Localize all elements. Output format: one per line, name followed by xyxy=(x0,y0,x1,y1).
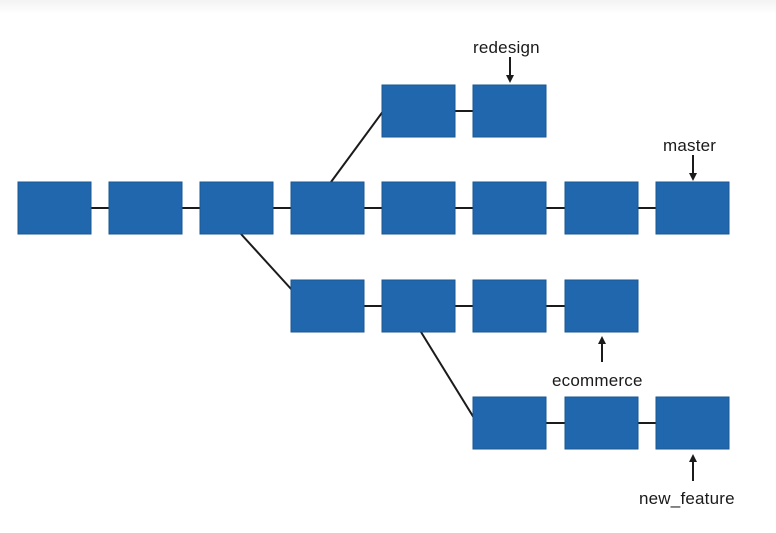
commit-master-8 xyxy=(655,181,730,235)
commit-master-1 xyxy=(17,181,92,235)
commit-master-2 xyxy=(108,181,183,235)
label-new-feature: new_feature xyxy=(639,489,735,508)
commit-master-5 xyxy=(381,181,456,235)
commit-master-6 xyxy=(472,181,547,235)
arrow-ecommerce-head xyxy=(598,336,606,344)
commit-ecommerce-2 xyxy=(381,279,456,333)
fork-line-new-feature xyxy=(420,331,475,419)
fork-line-redesign xyxy=(330,109,385,183)
commit-ecommerce-4 xyxy=(564,279,639,333)
label-redesign: redesign xyxy=(473,38,540,57)
commit-redesign-2 xyxy=(472,84,547,138)
commit-new-feature-1 xyxy=(472,396,547,450)
label-ecommerce: ecommerce xyxy=(552,371,643,390)
commit-redesign-1 xyxy=(381,84,456,138)
commit-new-feature-3 xyxy=(655,396,730,450)
commit-ecommerce-3 xyxy=(472,279,547,333)
commit-master-4 xyxy=(290,181,365,235)
fork-line-ecommerce xyxy=(240,233,293,291)
commit-master-7 xyxy=(564,181,639,235)
arrow-redesign-head xyxy=(506,75,514,83)
commit-new-feature-2 xyxy=(564,396,639,450)
arrow-new-feature-head xyxy=(689,454,697,462)
arrow-master-head xyxy=(689,173,697,181)
commit-ecommerce-1 xyxy=(290,279,365,333)
commit-master-3 xyxy=(199,181,274,235)
label-master: master xyxy=(663,136,717,155)
